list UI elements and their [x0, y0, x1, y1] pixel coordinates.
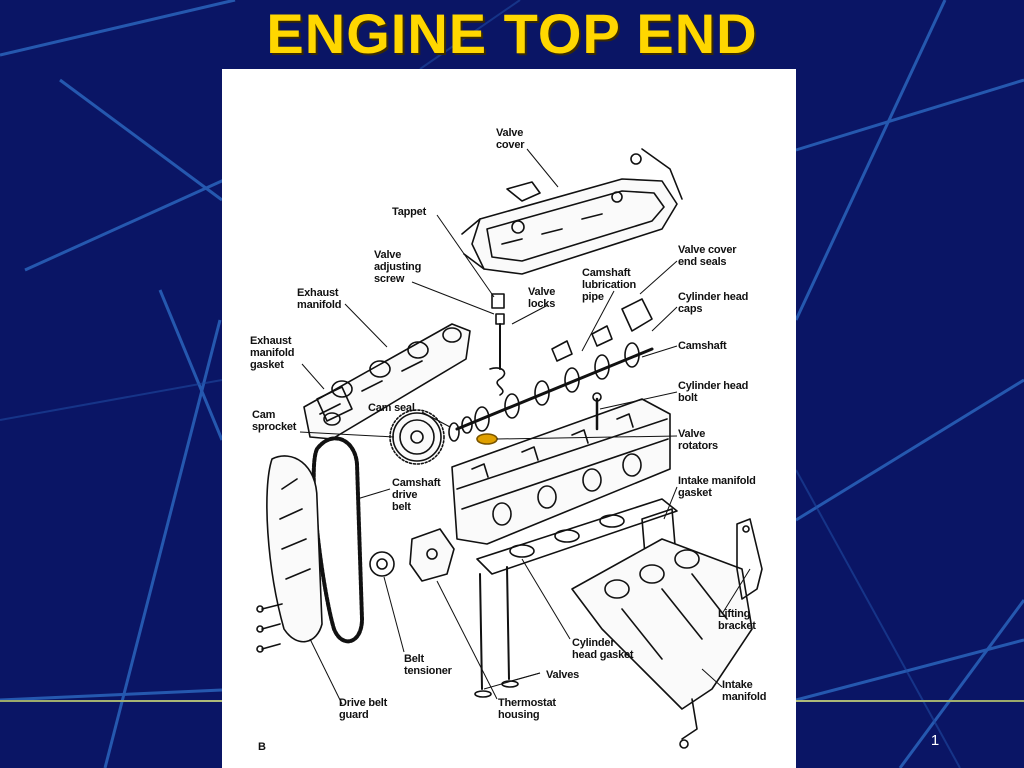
drive-belt-guard-drawing — [266, 455, 323, 643]
cylinder-head-drawing — [451, 392, 671, 545]
cylinder-head-gasket-drawing — [476, 498, 678, 575]
valve-rotator-highlight — [476, 433, 498, 445]
label-intake-manifold-gasket: Intake manifold gasket — [678, 475, 756, 499]
label-tappet: Tappet — [392, 206, 427, 218]
label-valve-locks: Valve locks — [528, 286, 556, 310]
camshaft-drawing — [455, 342, 654, 434]
lifting-bracket-drawing — [736, 518, 763, 600]
belt-tensioner-drawing — [369, 551, 395, 577]
label-cylinder-head-gasket: Cylinder head gasket — [572, 637, 634, 661]
slide-page-number: 1 — [930, 732, 940, 749]
label-cam-seal: Cam seal — [368, 402, 415, 414]
slide-title: ENGINE TOP END — [266, 2, 758, 65]
label-belt-tensioner: Belt tensioner — [404, 653, 452, 677]
label-drive-belt-guard: Drive belt guard — [339, 697, 388, 721]
engine-diagram-panel: Valve cover Tappet Valve adjusting screw… — [222, 69, 796, 768]
label-intake-manifold: Intake manifold — [722, 679, 767, 703]
label-lifting-bracket: Lifting bracket — [718, 608, 756, 632]
exhaust-manifold-drawing — [303, 323, 471, 440]
valves-drawing — [474, 566, 519, 698]
exhaust-gasket-drawing — [316, 386, 353, 422]
tappet-drawing — [489, 293, 506, 396]
cam-seal-drawing — [448, 422, 460, 442]
intake-manifold-drawing — [571, 538, 753, 749]
figure-letter: B — [258, 741, 266, 753]
cylinder-head-caps-drawing — [551, 298, 653, 362]
label-camshaft: Camshaft — [678, 340, 727, 352]
label-valves: Valves — [546, 669, 580, 681]
label-camshaft-drive-belt: Camshaft drive belt — [392, 477, 441, 513]
bolts-drawing — [256, 603, 283, 653]
engine-exploded-view-drawing — [256, 148, 763, 749]
label-valve-rotators: Valve rotators — [678, 428, 718, 452]
valve-cover-drawing — [461, 148, 683, 275]
label-thermostat-housing: Thermostat housing — [498, 697, 556, 721]
label-valve-adjusting-screw: Valve adjusting screw — [374, 249, 422, 285]
cam-sprocket-drawing — [389, 409, 445, 465]
label-camshaft-lubrication-pipe: Camshaft lubrication pipe — [582, 267, 637, 303]
thermostat-housing-drawing — [409, 528, 455, 582]
label-valve-cover: Valve cover — [496, 127, 525, 151]
label-cam-sprocket: Cam sprocket — [252, 409, 297, 433]
label-exhaust-manifold: Exhaust manifold — [297, 287, 342, 311]
label-cylinder-head-caps: Cylinder head caps — [678, 291, 749, 315]
label-exhaust-manifold-gasket: Exhaust manifold gasket — [250, 335, 295, 371]
label-cylinder-head-bolt: Cylinder head bolt — [678, 380, 749, 404]
label-valve-cover-end-seals: Valve cover end seals — [678, 244, 737, 268]
